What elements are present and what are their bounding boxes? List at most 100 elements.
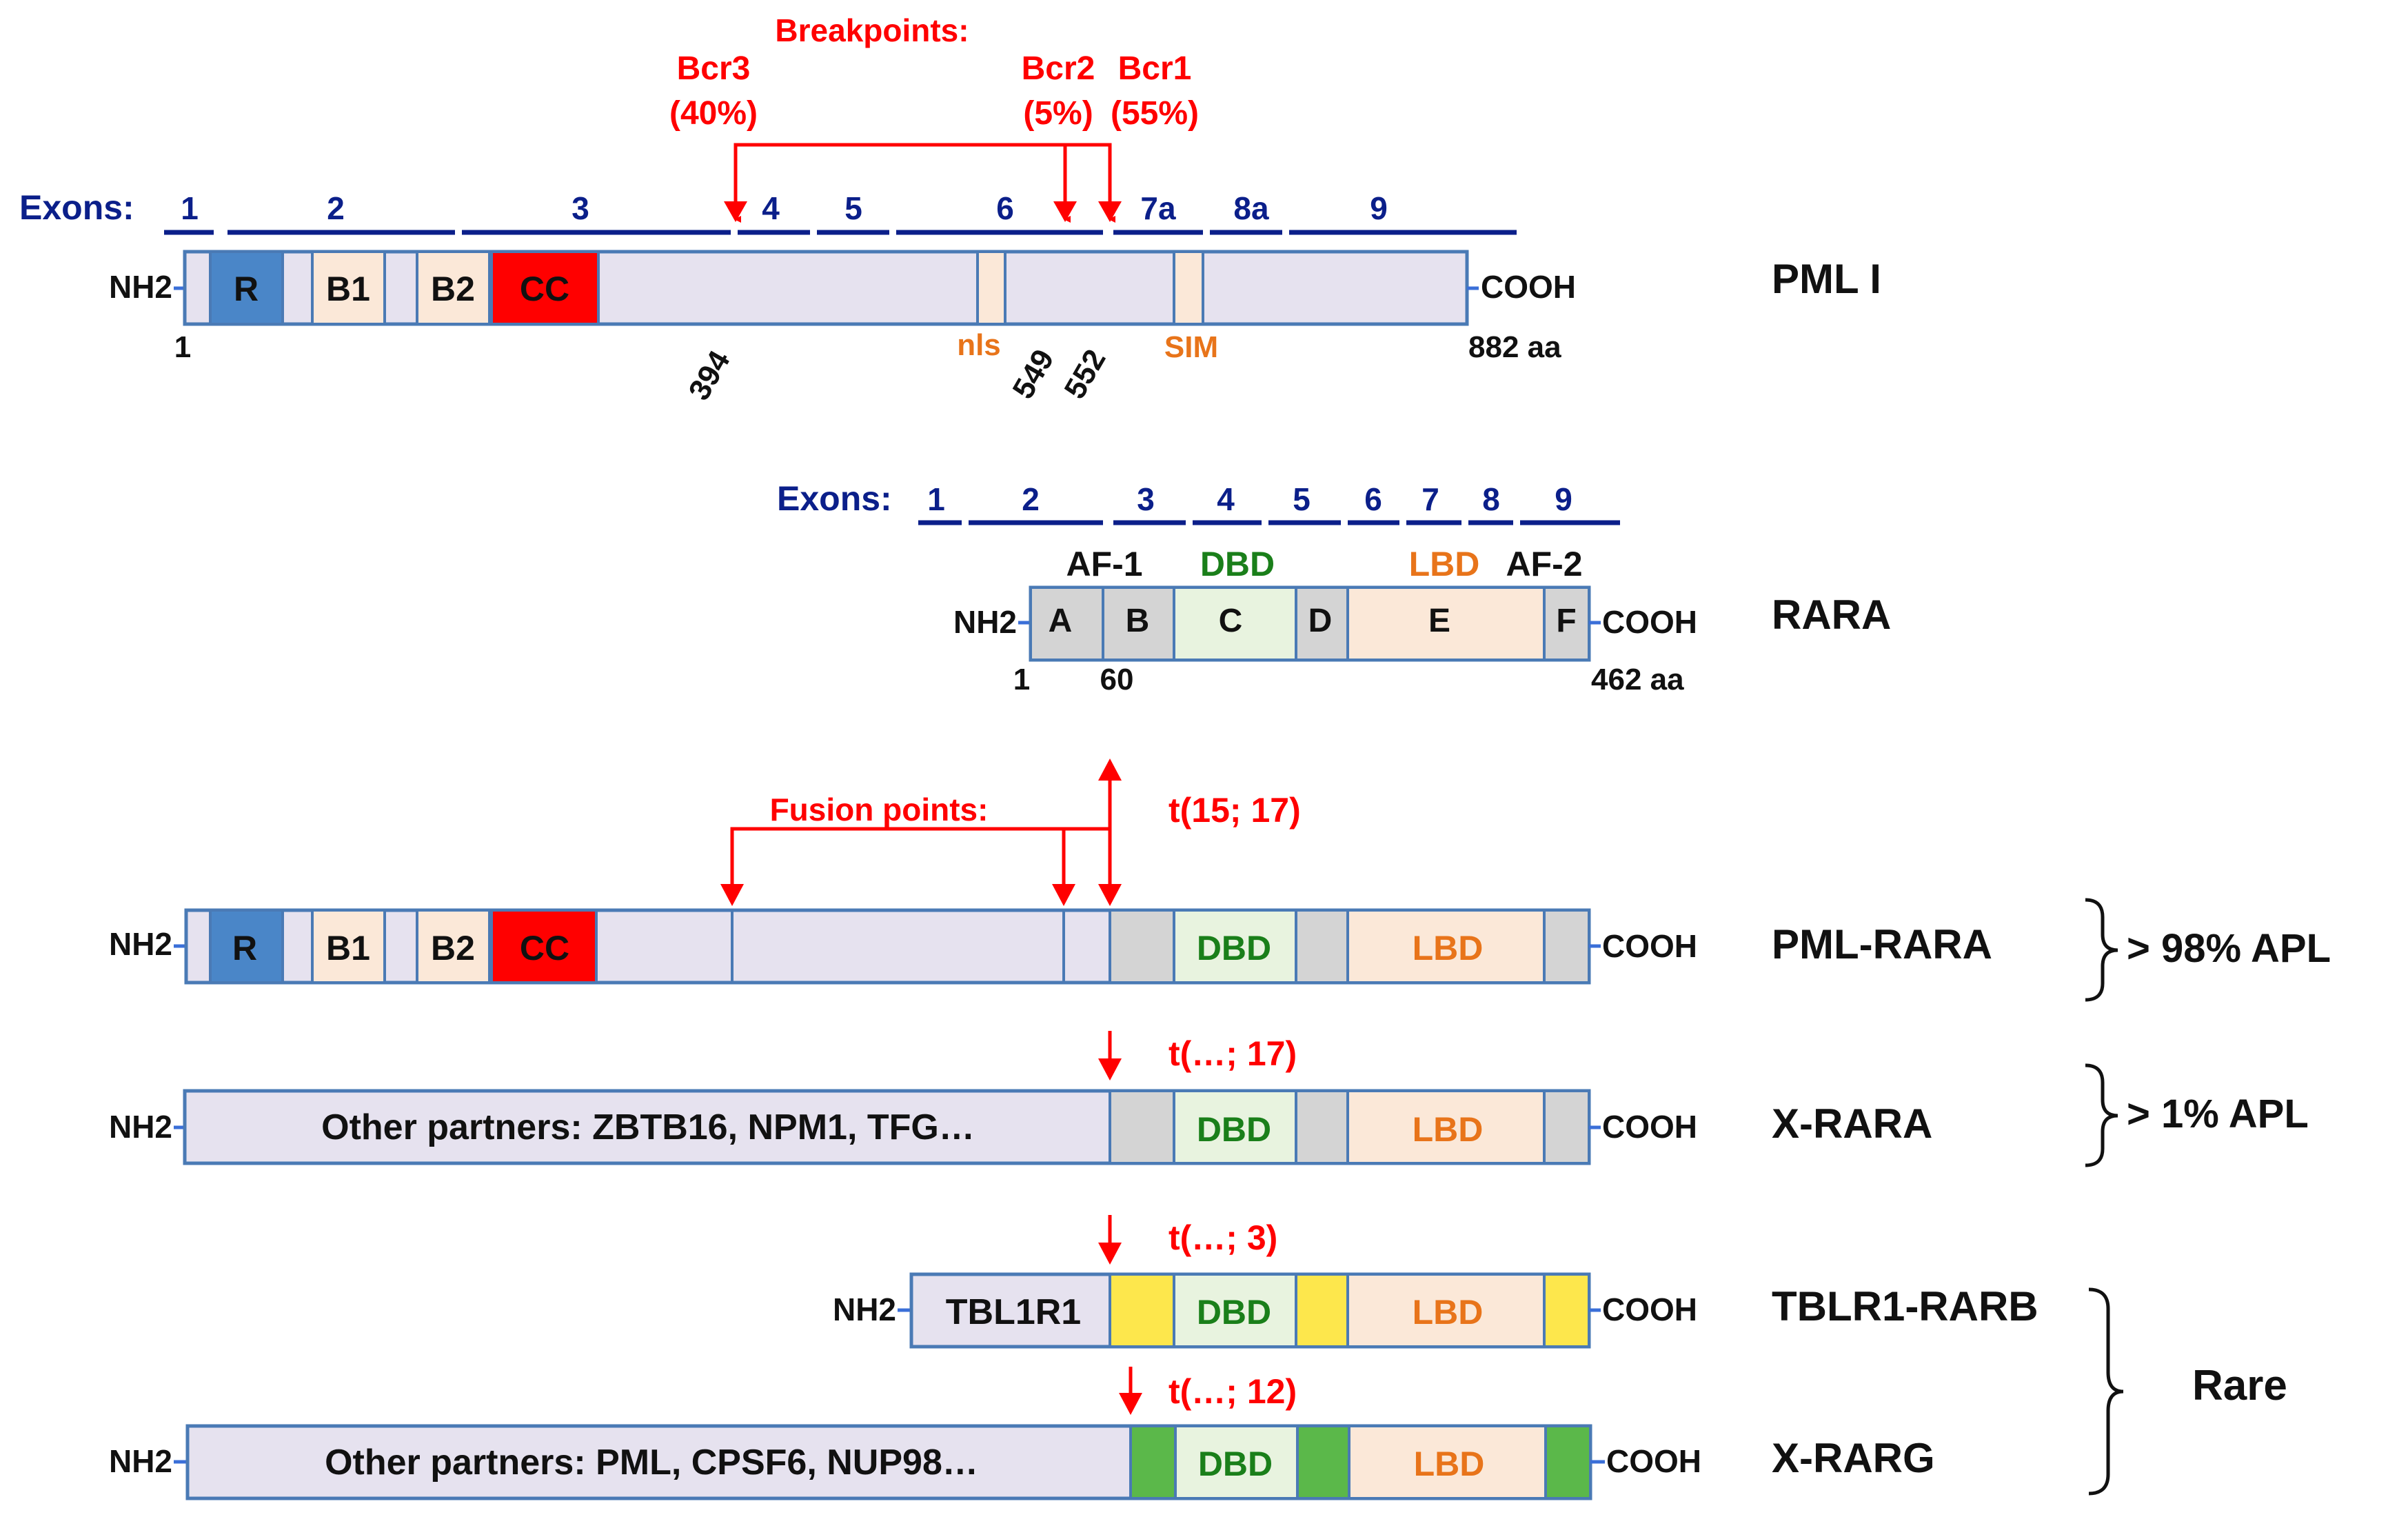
rara-pos-end: 462 aa xyxy=(1591,663,1684,696)
pml-nls-box xyxy=(976,250,1006,325)
tblr1-rarb-fusion: t(…; 3) NH2 TBL1R1 DBD LBD COOH TBLR1-RA… xyxy=(833,1215,2038,1349)
pml-exon-number: 3 xyxy=(571,190,589,226)
x-rarg-nh2: NH2 xyxy=(109,1443,172,1479)
rare-label: Rare xyxy=(2192,1362,2287,1409)
x-rara-partners: Other partners: ZBTB16, NPM1, TFG… xyxy=(321,1107,975,1147)
rare-group: Rare xyxy=(2088,1287,2287,1496)
fusion-title: Fusion points: xyxy=(770,792,989,827)
pml-rara-ring-domain xyxy=(209,909,284,984)
rara-lbd-label: LBD xyxy=(1409,545,1480,583)
pml-rara-b2-domain xyxy=(416,909,491,984)
pml-cooh: COOH xyxy=(1481,269,1576,305)
pml-rara-nh2: NH2 xyxy=(109,926,172,962)
pml-rara-r-label: R xyxy=(232,929,257,967)
bcr2-arrowhead xyxy=(1053,201,1077,222)
rara-a-domain xyxy=(1029,586,1104,661)
rara-pos-start: 1 xyxy=(1013,663,1030,696)
rara-d-label: D xyxy=(1308,603,1333,639)
bcr1-percent: (55%) xyxy=(1111,95,1199,132)
pml-rara-grey-3 xyxy=(1543,909,1590,984)
x-rarg-arrowhead xyxy=(1119,1393,1142,1415)
tblr1-rarb-partner: TBL1R1 xyxy=(946,1292,1081,1332)
tblr1-rarb-lbd-domain xyxy=(1346,1273,1546,1348)
rara-b-label: B xyxy=(1126,603,1150,639)
pml-rara-b1-label: B1 xyxy=(326,929,370,967)
x-rara-cooh: COOH xyxy=(1602,1109,1697,1145)
pml-rara-cc-label: CC xyxy=(520,929,569,967)
rara-exon-number: 1 xyxy=(927,481,945,517)
x-rara-dbd-label: DBD xyxy=(1197,1110,1271,1149)
bcr2-label: Bcr2 xyxy=(1022,50,1095,87)
pml-rara-dbd-domain xyxy=(1173,909,1297,984)
fusion-arrowhead-3 xyxy=(1098,884,1122,906)
tblr1-rarb-dbd-label: DBD xyxy=(1197,1293,1271,1332)
x-rara-name: X-RARA xyxy=(1772,1101,1932,1147)
tblr1-rarb-yellow-3 xyxy=(1543,1273,1590,1348)
pml-ring-domain xyxy=(209,250,284,325)
rara-d-domain xyxy=(1295,586,1349,661)
x-rara-frequency: > 1% APL xyxy=(2127,1092,2309,1136)
pml-exon-number: 6 xyxy=(996,190,1014,226)
rara-exon-numbers: 1 2 3 4 5 6 7 8 9 xyxy=(927,481,1572,517)
pml-pos-549: 549 xyxy=(1006,344,1061,405)
fusion-arrowhead-2 xyxy=(1052,884,1075,906)
fusion-points-annotation: Fusion points: t(15; 17) xyxy=(720,758,1301,906)
rara-exon-number: 9 xyxy=(1555,481,1572,517)
breakpoints-annotation: Breakpoints: Bcr3 (40%) Bcr2 (5%) Bcr1 (… xyxy=(669,12,1199,223)
pml-pos-552: 552 xyxy=(1058,344,1113,405)
pml-rara-frequency: > 98% APL xyxy=(2127,926,2331,971)
rara-e-label: E xyxy=(1428,603,1450,639)
pml-exon-number: 8a xyxy=(1233,190,1269,226)
fusion-bracket xyxy=(730,827,1112,884)
pml-exon-number: 7a xyxy=(1140,190,1176,226)
tblr1-rarb-name: TBLR1-RARB xyxy=(1772,1283,2038,1329)
x-rarg-dbd-label: DBD xyxy=(1198,1445,1273,1483)
translocation-up-arrow xyxy=(1098,758,1122,781)
bcr3-arrowhead xyxy=(724,201,747,222)
pml-rara-cooh: COOH xyxy=(1602,928,1697,964)
rara-pos-60: 60 xyxy=(1100,663,1134,696)
x-rara-dbd-domain xyxy=(1173,1089,1297,1165)
tblr1-rarb-dbd-domain xyxy=(1173,1273,1297,1348)
x-rarg-name: X-RARG xyxy=(1772,1435,1935,1481)
rara-f-label: F xyxy=(1556,603,1576,639)
pml-r-label: R xyxy=(234,270,259,308)
pml-pos-start: 1 xyxy=(174,330,191,364)
x-rarg-green-1 xyxy=(1129,1425,1177,1500)
x-rara-nh2: NH2 xyxy=(109,1109,172,1145)
pml-rara-fusion: NH2 R B1 B2 CC DBD LBD COOH PML-RARA > 9… xyxy=(109,898,2331,1002)
translocation-15-17: t(15; 17) xyxy=(1168,791,1301,830)
pml-b1-label: B1 xyxy=(326,270,370,308)
rara-b-domain xyxy=(1102,586,1175,661)
tblr1-rarb-translocation: t(…; 3) xyxy=(1168,1218,1277,1257)
pml-name: PML I xyxy=(1772,256,1881,302)
rara-exon-number: 3 xyxy=(1137,481,1155,517)
pml-rara-grey-2 xyxy=(1295,909,1349,984)
bcr3-label: Bcr3 xyxy=(677,50,751,87)
x-rarg-partners: Other partners: PML, CPSF6, NUP98… xyxy=(325,1443,978,1483)
x-rara-fusion: t(…; 17) NH2 Other partners: ZBTB16, NPM… xyxy=(109,1031,2309,1167)
rara-exon-number: 2 xyxy=(1022,481,1040,517)
pml-sim: SIM xyxy=(1164,330,1218,364)
breakpoint-bracket xyxy=(733,143,1112,199)
x-rarg-green-2 xyxy=(1296,1425,1350,1500)
x-rara-grey-3 xyxy=(1543,1089,1590,1165)
pml-exon-number: 2 xyxy=(327,190,345,226)
rare-brace xyxy=(2088,1287,2124,1496)
x-rara-grey-2 xyxy=(1295,1089,1349,1165)
tblr1-rarb-lbd-label: LBD xyxy=(1413,1293,1484,1332)
pml-rara-b2-label: B2 xyxy=(431,929,475,967)
bcr3-percent: (40%) xyxy=(669,95,758,132)
x-rara-arrowhead xyxy=(1098,1058,1122,1081)
rara-protein: Exons: 1 2 3 4 5 6 7 8 9 AF-1 DBD LBD AF… xyxy=(777,479,1891,696)
x-rara-translocation: t(…; 17) xyxy=(1168,1034,1297,1073)
pml-rara-brace xyxy=(2085,898,2118,1002)
pml-sim-box xyxy=(1173,250,1204,325)
pml-b2-domain xyxy=(416,250,491,325)
x-rarg-cooh: COOH xyxy=(1606,1443,1701,1479)
rara-c-label: C xyxy=(1219,603,1243,639)
pml-exon-number: 1 xyxy=(181,190,199,226)
pml-exon-number: 4 xyxy=(762,190,780,226)
x-rarg-lbd-domain xyxy=(1348,1425,1547,1500)
